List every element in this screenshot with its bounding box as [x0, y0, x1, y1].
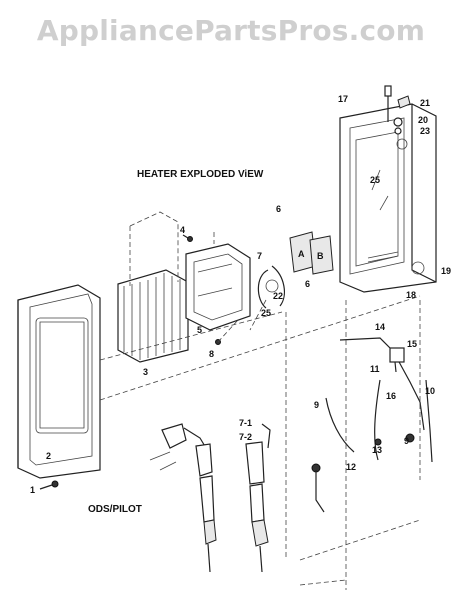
bracket-assembly	[249, 265, 286, 331]
title-exploded-view: HEATER EXPLODED ViEW	[137, 169, 264, 180]
box-a-label: A	[298, 249, 305, 259]
callout-16: 16	[386, 391, 396, 401]
callout-17: 17	[338, 94, 348, 104]
callout-20: 20	[418, 115, 428, 125]
callout-14: 14	[375, 322, 385, 332]
callout-3: 3	[143, 367, 148, 377]
callout-25-bracket: 25	[261, 308, 271, 318]
callout-6-bottom: 6	[305, 279, 310, 289]
title-ods-pilot: ODS/PILOT	[88, 504, 142, 515]
callout-19: 19	[441, 266, 451, 276]
watermark: AppliancePartsPros.com	[36, 14, 426, 47]
callout-7-1: 7-1	[239, 418, 252, 428]
leader-lines	[99, 295, 421, 590]
callout-15: 15	[407, 339, 417, 349]
callout-22: 22	[273, 291, 283, 301]
callout-5: 5	[197, 325, 202, 335]
callout-7-2: 7-2	[239, 432, 252, 442]
callout-10: 10	[425, 386, 435, 396]
front-panel	[17, 284, 101, 479]
top-parts	[384, 85, 411, 135]
ods-pilot-left	[149, 423, 217, 573]
callout-2: 2	[46, 451, 51, 461]
callout-23: 23	[420, 126, 430, 136]
box-b-label: B	[317, 251, 324, 261]
callout-8: 8	[209, 349, 214, 359]
radiant-grille	[117, 211, 189, 363]
callout-1: 1	[30, 485, 35, 495]
callout-9-right: 9	[404, 436, 409, 446]
cabinet	[339, 103, 437, 293]
screw-8	[215, 319, 239, 345]
callout-9-left: 9	[314, 400, 319, 410]
control-box-b: B	[309, 235, 334, 275]
ods-pilot-right	[245, 423, 271, 573]
callout-25-cabinet: 25	[370, 175, 380, 185]
callout-12: 12	[346, 462, 356, 472]
callout-4: 4	[180, 225, 185, 235]
callout-13: 13	[372, 445, 382, 455]
burner-frame	[185, 232, 251, 331]
gas-lines	[311, 337, 433, 513]
callout-7: 7	[257, 251, 262, 261]
screw-1	[39, 480, 59, 490]
callout-11: 11	[370, 364, 380, 374]
screw-4	[182, 234, 193, 242]
callout-18: 18	[406, 290, 416, 300]
callout-6-top: 6	[276, 204, 281, 214]
callout-21: 21	[420, 98, 430, 108]
